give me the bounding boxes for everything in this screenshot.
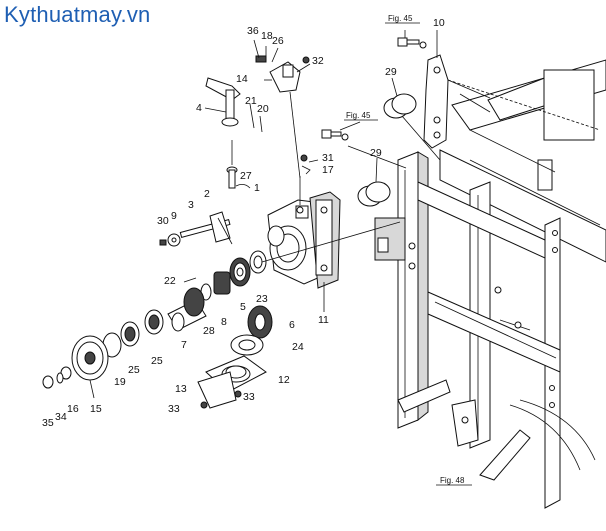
callout-label: 25 bbox=[128, 364, 140, 376]
callout-label: 33 bbox=[168, 403, 180, 415]
bushing-part-29-upper bbox=[383, 77, 417, 119]
fig-ref-label: Fig. 45 bbox=[346, 111, 371, 120]
callout-label: 18 bbox=[261, 30, 273, 42]
callout-label: 29 bbox=[385, 66, 397, 78]
callout-label: 14 bbox=[236, 73, 248, 85]
callout-label: 2 bbox=[204, 188, 210, 200]
watermark-text: Kythuatmay.vn bbox=[4, 2, 151, 27]
callout-label: 8 bbox=[221, 316, 227, 328]
screw-part-32 bbox=[302, 56, 310, 64]
clip-part-1 bbox=[235, 184, 251, 189]
shaft-part-7 bbox=[167, 287, 207, 332]
pin-part-22 bbox=[183, 277, 197, 283]
bolt-part-33-left bbox=[200, 401, 208, 409]
callout-label: 32 bbox=[312, 55, 324, 67]
callout-label: 5 bbox=[240, 301, 246, 313]
callout-label: 15 bbox=[90, 403, 102, 415]
callout-label: 35 bbox=[42, 417, 54, 429]
callout-label: 6 bbox=[289, 319, 295, 331]
callout-label: 21 bbox=[245, 95, 257, 107]
callout-label: 11 bbox=[318, 314, 329, 326]
washer-part-34 bbox=[56, 372, 64, 384]
callout-label: 27 bbox=[240, 170, 252, 182]
bearing-part-23 bbox=[249, 250, 267, 274]
bolt-part bbox=[397, 30, 427, 49]
callout-label: 31 bbox=[322, 152, 334, 164]
gear-housing-part-11 bbox=[267, 176, 341, 312]
callout-label: 28 bbox=[203, 325, 215, 337]
gear-part-5 bbox=[229, 257, 251, 287]
bolt-part-33-right bbox=[234, 390, 242, 398]
callout-label: 1 bbox=[254, 182, 260, 194]
callout-label: 16 bbox=[67, 403, 79, 415]
bracket-part-10 bbox=[423, 30, 491, 149]
callout-label: 33 bbox=[243, 391, 255, 403]
callout-label: 20 bbox=[257, 103, 269, 115]
callout-labels: 1 2 3 4 5 6 7 8 9 10 11 12 13 14 15 16 1… bbox=[42, 17, 445, 429]
figure-reference-mid: Fig. 45 bbox=[344, 111, 378, 121]
machine-frame bbox=[374, 59, 606, 509]
callout-label: 26 bbox=[272, 35, 284, 47]
callout-label: 4 bbox=[196, 102, 202, 114]
callout-label: 24 bbox=[292, 341, 304, 353]
callout-label: 19 bbox=[114, 376, 126, 388]
callout-label: 25 bbox=[151, 355, 163, 367]
bolt-part-mid bbox=[321, 121, 361, 141]
figure-reference-bottom: Fig. 48 bbox=[436, 476, 472, 486]
fig-ref-label: Fig. 48 bbox=[440, 476, 465, 485]
callout-label: 36 bbox=[247, 25, 259, 37]
spring-part bbox=[253, 39, 301, 179]
callout-label: 17 bbox=[322, 164, 334, 176]
callout-label: 3 bbox=[188, 199, 194, 211]
lever-part-4 bbox=[204, 77, 263, 133]
callout-label: 13 bbox=[175, 383, 187, 395]
callout-label: 9 bbox=[171, 210, 177, 222]
cover-part-13 bbox=[197, 371, 237, 409]
callout-label: 23 bbox=[256, 293, 268, 305]
callout-label: 10 bbox=[433, 17, 445, 29]
shaft-part-3 bbox=[179, 211, 233, 245]
pin-part-27 bbox=[226, 140, 238, 189]
fig-ref-label: Fig. 45 bbox=[388, 14, 413, 23]
bearing-part-24 bbox=[230, 334, 264, 356]
sprocket-part-15 bbox=[71, 335, 109, 399]
assembly-guide-lines bbox=[261, 79, 601, 263]
callout-label: 29 bbox=[370, 147, 382, 159]
bracket-part-14 bbox=[264, 61, 311, 93]
callout-label: 34 bbox=[55, 411, 67, 423]
bearing-part-25-left bbox=[120, 321, 140, 347]
callout-label: 7 bbox=[181, 339, 187, 351]
bearing-part-25-right bbox=[144, 309, 164, 335]
nut-part-35 bbox=[42, 375, 54, 389]
gear-part-6 bbox=[247, 305, 273, 339]
callout-label: 30 bbox=[157, 215, 169, 227]
figure-reference-top: Fig. 45 bbox=[385, 14, 420, 24]
callout-label: 12 bbox=[278, 374, 290, 386]
callout-label: 22 bbox=[164, 275, 176, 287]
spacer-part-8 bbox=[213, 271, 231, 295]
bushing-part-29-lower bbox=[357, 157, 391, 207]
pin-part-31 bbox=[300, 154, 319, 175]
washer-part-9 bbox=[159, 233, 181, 247]
